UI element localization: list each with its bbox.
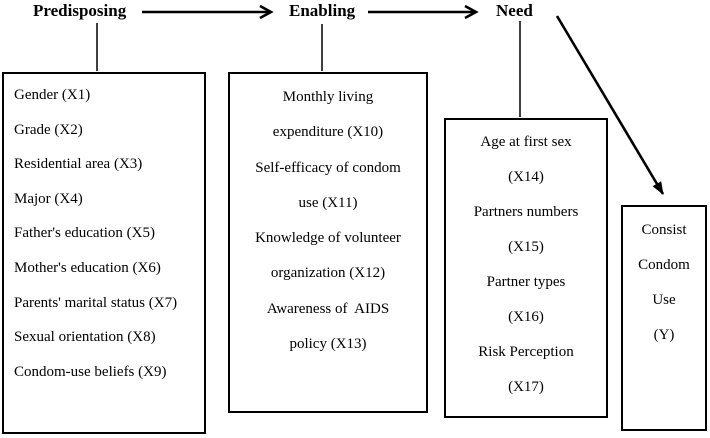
predisposing-item: Residential area (X3): [14, 156, 143, 173]
predisposing-item: Major (X4): [14, 190, 83, 207]
outcome-item: Consist: [641, 222, 687, 238]
outcome-item: Condom: [638, 257, 690, 273]
predisposing-item: Sexual orientation (X8): [14, 329, 156, 346]
need-item: (X16): [508, 309, 544, 325]
predisposing-item: Mother's education (X6): [14, 259, 161, 276]
outcome-box: Consist Condom Use (Y): [621, 205, 707, 431]
header-enabling: Enabling: [289, 1, 356, 20]
predisposing-item: Gender (X1): [14, 87, 91, 103]
enabling-item: use (X11): [298, 194, 358, 211]
enabling-item: Self-efficacy of condom: [255, 159, 401, 176]
predisposing-item: Condom-use beliefs (X9): [14, 363, 167, 380]
predisposing-item: Parents' marital status (X7): [14, 294, 178, 311]
predisposing-box: Gender (X1) Grade (X2) Residential area …: [2, 72, 206, 434]
need-item: Partners numbers: [473, 204, 579, 220]
outcome-item: Use: [652, 292, 676, 308]
need-item: (X17): [508, 379, 544, 395]
need-item: (X15): [508, 239, 544, 255]
outcome-item: (Y): [653, 327, 675, 343]
enabling-item: policy (X13): [289, 336, 367, 353]
enabling-item: Awareness of AIDS: [266, 300, 390, 317]
enabling-box: Monthly living expenditure (X10) Self-ef…: [228, 72, 428, 413]
predisposing-item: Grade (X2): [14, 121, 83, 138]
need-box: Age at first sex (X14) Partners numbers …: [444, 118, 608, 418]
need-item: (X14): [508, 169, 544, 185]
enabling-item: expenditure (X10): [272, 124, 384, 141]
header-predisposing: Predisposing: [33, 1, 127, 20]
enabling-item: Monthly living: [282, 89, 374, 105]
enabling-item: organization (X12): [270, 265, 386, 282]
header-need: Need: [496, 1, 533, 20]
need-item: Age at first sex: [480, 134, 572, 150]
predisposing-item: Father's education (X5): [14, 225, 155, 242]
need-item: Partner types: [486, 274, 566, 290]
need-item: Risk Perception: [478, 344, 574, 360]
enabling-item: Knowledge of volunteer: [255, 230, 401, 247]
